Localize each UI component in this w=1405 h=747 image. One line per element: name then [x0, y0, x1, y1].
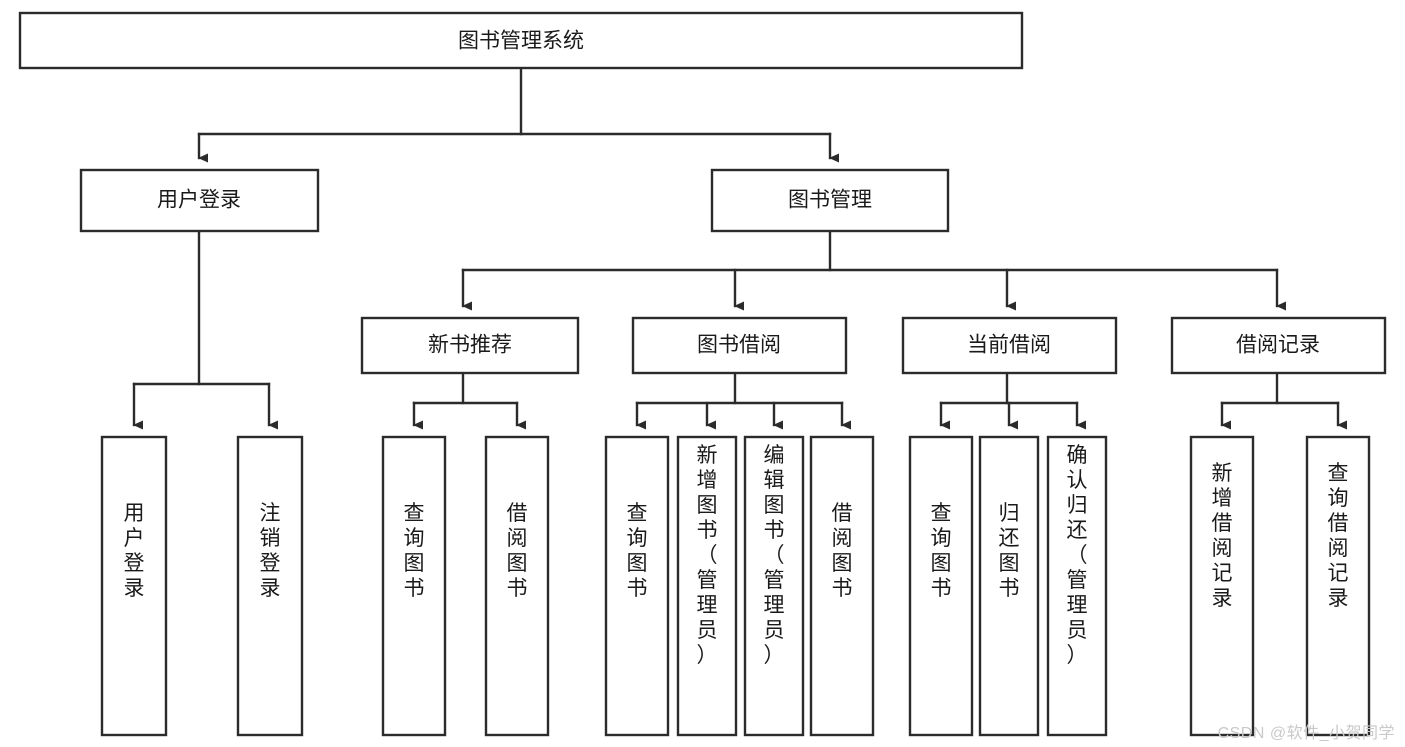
leaf-confirm-return[interactable]: 确认归还（管理员）	[1046, 435, 1108, 737]
leaf-borrow-book-2-box[interactable]	[809, 435, 875, 737]
node-new-book-rec[interactable]: 新书推荐	[360, 316, 580, 375]
leaf-query-book-2[interactable]: 查询图书	[604, 435, 670, 737]
leaf-query-book-1-box[interactable]	[381, 435, 447, 737]
leaf-borrow-book-2-label: 借阅图书	[832, 502, 853, 600]
leaf-add-book-label: 新增图书（管理员）	[697, 444, 718, 667]
leaf-user-login-label: 用户登录	[124, 502, 145, 600]
node-new-book-rec-box[interactable]	[360, 316, 580, 375]
connectors-group	[132, 66, 1347, 430]
leaf-edit-book-label: 编辑图书（管理员）	[764, 444, 785, 667]
leaf-confirm-return-box[interactable]	[1046, 435, 1108, 737]
leaf-query-record[interactable]: 查询借阅记录	[1305, 435, 1371, 737]
leaf-borrow-book-2[interactable]: 借阅图书	[809, 435, 875, 737]
leaf-query-record-box[interactable]	[1305, 435, 1371, 737]
leaf-add-book-box[interactable]	[676, 435, 738, 737]
node-book-borrow-box[interactable]	[631, 316, 848, 375]
leaf-add-record-box[interactable]	[1189, 435, 1255, 737]
leaf-user-logout[interactable]: 注销登录	[236, 435, 304, 737]
leaf-query-book-1-label: 查询图书	[404, 502, 425, 600]
leaf-return-book[interactable]: 归还图书	[978, 435, 1040, 737]
node-current-borrow[interactable]: 当前借阅	[901, 316, 1118, 375]
node-current-borrow-box[interactable]	[901, 316, 1118, 375]
node-borrow-record-label: 借阅记录	[1236, 334, 1320, 357]
leaf-confirm-return-label: 确认归还（管理员）	[1067, 444, 1088, 667]
leaf-user-logout-box[interactable]	[236, 435, 304, 737]
leaf-borrow-book-1-label: 借阅图书	[507, 502, 528, 600]
node-user-login-label: 用户登录	[157, 189, 241, 212]
leaf-borrow-book-1[interactable]: 借阅图书	[484, 435, 550, 737]
node-book-mgmt-label: 图书管理	[788, 189, 872, 212]
leaf-add-record[interactable]: 新增借阅记录	[1189, 435, 1255, 737]
node-new-book-rec-label: 新书推荐	[428, 334, 512, 357]
leaf-return-book-box[interactable]	[978, 435, 1040, 737]
node-book-borrow-label: 图书借阅	[697, 334, 781, 357]
leaf-add-record-label: 新增借阅记录	[1212, 462, 1233, 610]
leaf-query-book-3-label: 查询图书	[931, 502, 952, 600]
leaf-query-record-label: 查询借阅记录	[1328, 462, 1349, 610]
node-book-mgmt[interactable]: 图书管理	[710, 168, 950, 233]
leaf-query-book-3[interactable]: 查询图书	[908, 435, 974, 737]
leaf-return-book-label: 归还图书	[999, 502, 1020, 600]
node-current-borrow-label: 当前借阅	[967, 334, 1051, 357]
node-book-mgmt-box[interactable]	[710, 168, 950, 233]
leaf-query-book-2-label: 查询图书	[627, 502, 648, 600]
leaf-user-logout-label: 注销登录	[260, 502, 281, 600]
node-borrow-record[interactable]: 借阅记录	[1170, 316, 1387, 375]
node-root-box[interactable]	[18, 11, 1024, 70]
node-user-login-box[interactable]	[79, 168, 320, 233]
node-root-label: 图书管理系统	[458, 30, 584, 53]
leaf-query-book-2-box[interactable]	[604, 435, 670, 737]
node-borrow-record-box[interactable]	[1170, 316, 1387, 375]
node-book-borrow[interactable]: 图书借阅	[631, 316, 848, 375]
csdn-watermark: CSDN @软件_小贺同学	[1217, 725, 1395, 742]
leaf-user-login[interactable]: 用户登录	[100, 435, 168, 737]
node-user-login[interactable]: 用户登录	[79, 168, 320, 233]
leaf-borrow-book-1-box[interactable]	[484, 435, 550, 737]
leaf-query-book-3-box[interactable]	[908, 435, 974, 737]
leaf-query-book-1[interactable]: 查询图书	[381, 435, 447, 737]
leaf-user-login-box[interactable]	[100, 435, 168, 737]
node-root[interactable]: 图书管理系统	[18, 11, 1024, 70]
leaf-edit-book-box[interactable]	[743, 435, 805, 737]
leaf-add-book[interactable]: 新增图书（管理员）	[676, 435, 738, 737]
leaf-edit-book[interactable]: 编辑图书（管理员）	[743, 435, 805, 737]
